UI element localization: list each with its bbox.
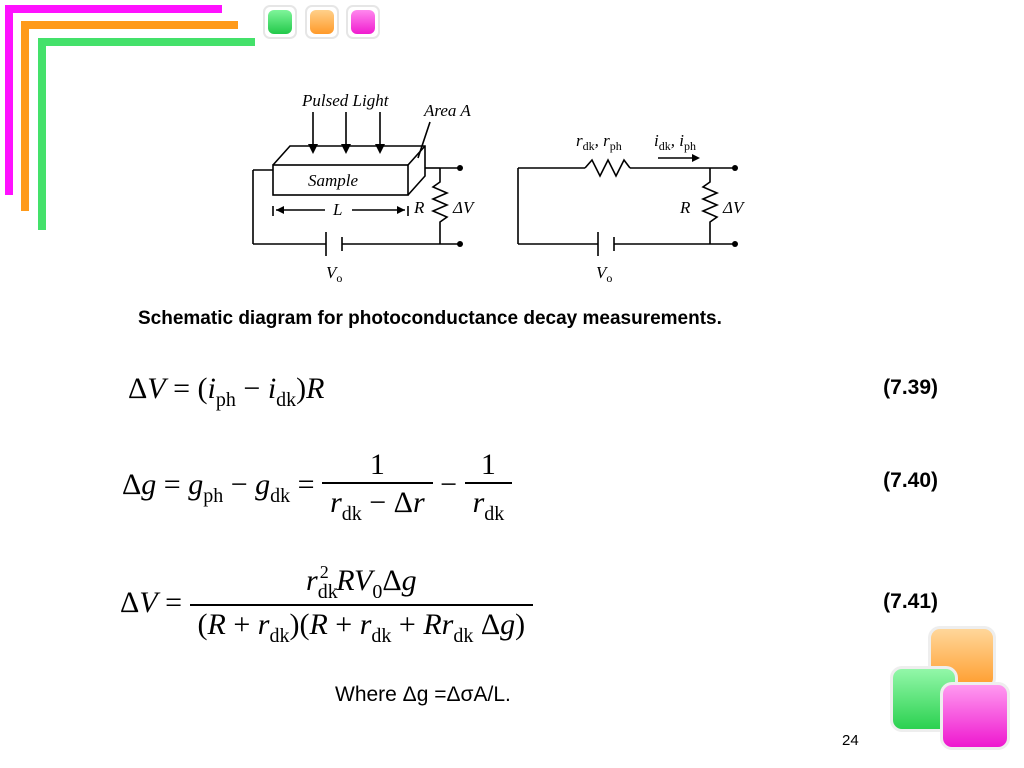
green-bar-vertical [38,38,46,230]
equation-number: (7.41) [883,590,938,613]
green-chip-icon [263,5,297,39]
delta-v-label-left: ΔV [452,198,476,217]
source-label-left: Vo [326,263,342,285]
pink-chip-icon [346,5,380,39]
resistor-label-left: R [413,198,425,217]
r-dk-ph-label: rdk, rph [576,131,622,153]
orange-bar-horizontal [21,21,238,29]
sample-block [272,164,409,196]
equation-7-41: ΔV = rdk2 RV0Δg(R + rdk)(R + rdk + Rrdk … [120,562,534,648]
where-note: Where Δg =ΔσA/L. [335,683,511,706]
magenta-bar-vertical [5,5,13,195]
orange-chip-icon [305,5,339,39]
equation-number: (7.40) [883,469,938,492]
pink-cube-icon [940,682,1010,750]
orange-bar-vertical [21,21,29,211]
source-label-right: Vo [596,263,612,285]
pulsed-light-label: Pulsed Light [301,91,390,110]
diagram-caption: Schematic diagram for photoconductance d… [138,308,722,329]
delta-v-label-right: ΔV [722,198,746,217]
sample-label: Sample [308,171,359,190]
magenta-bar-horizontal [5,5,222,13]
resistor-label-right: R [679,198,691,217]
area-label: Area A [423,101,471,120]
equation-7-39: ΔV = (iph − idk)R [128,372,325,411]
page-number: 24 [842,732,859,749]
green-bar-horizontal [38,38,255,46]
photoconductance-schematic: Pulsed Light Area A Sample L R ΔV Vo rdk… [252,91,746,285]
i-dk-ph-label: idk, iph [654,131,696,153]
length-label: L [332,200,342,219]
equation-number: (7.39) [883,376,938,399]
